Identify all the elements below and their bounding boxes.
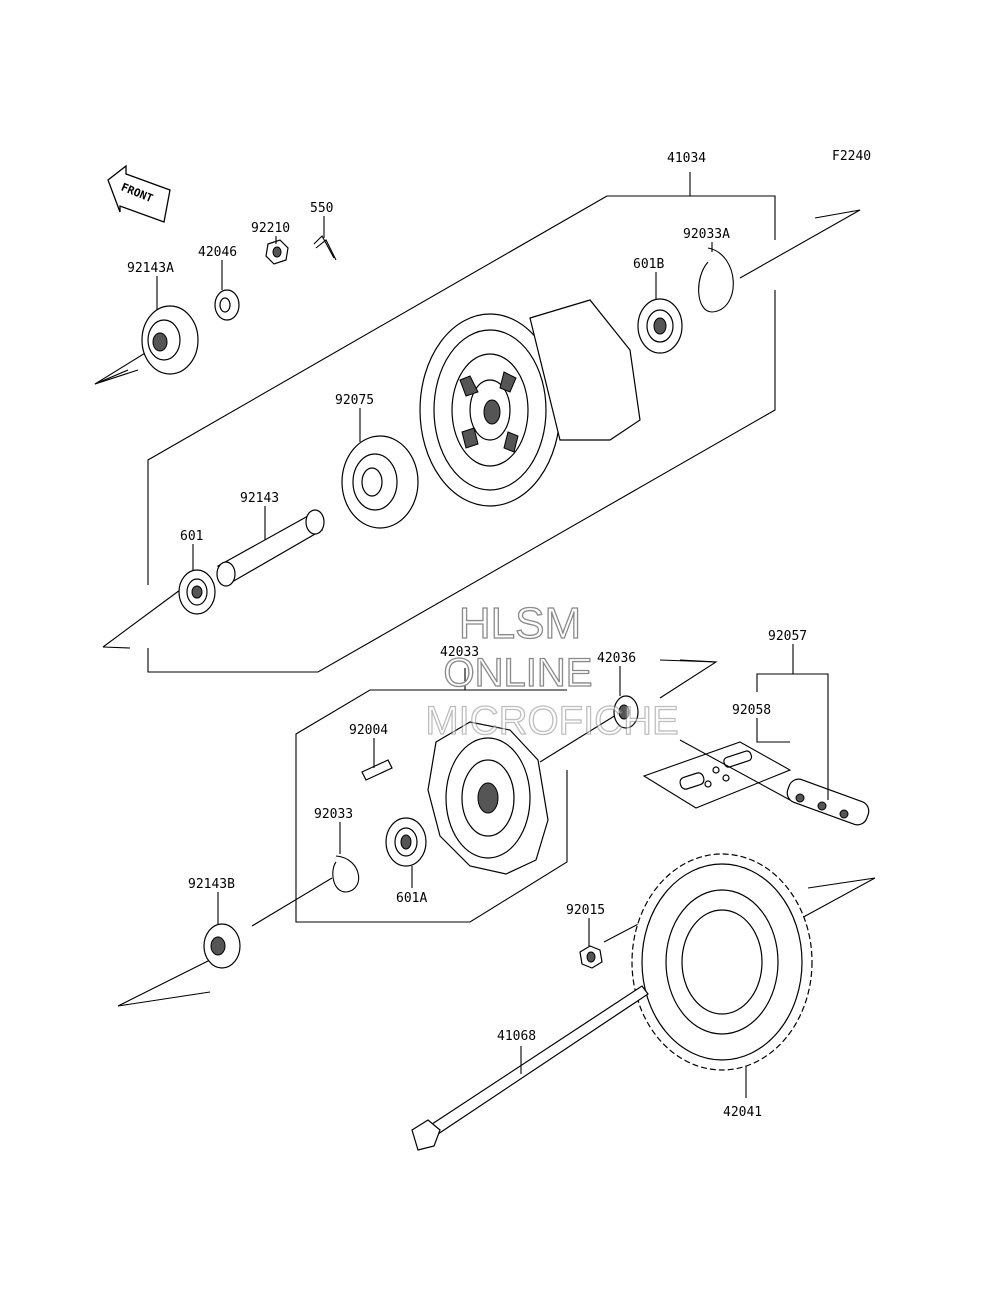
cotter-pin-550 [313, 235, 337, 261]
part-label-41034: 41034 [667, 151, 706, 166]
upper-axis-lines [94, 209, 861, 649]
part-label-92057: 92057 [768, 629, 807, 644]
chain-92057 [679, 739, 870, 826]
part-label-42041: 42041 [723, 1105, 762, 1120]
sleeve-92143 [216, 509, 325, 587]
part-label-92143a: 92143A [127, 261, 174, 276]
circlip-92033a [698, 247, 734, 313]
leader-lines [156, 216, 829, 1098]
part-label-42033: 42033 [440, 645, 479, 660]
collar-42036 [613, 695, 639, 729]
watermark: HLSM ONLINE MICROFICHE [425, 598, 680, 743]
part-label-42046: 42046 [198, 245, 237, 260]
sprocket-hub-frame [295, 659, 718, 923]
part-label-92143: 92143 [240, 491, 279, 506]
part-label-92075: 92075 [335, 393, 374, 408]
watermark-line1: HLSM [459, 599, 581, 648]
figure-code: F2240 [832, 149, 871, 164]
axle-41068 [411, 985, 649, 1151]
front-arrow-icon: FRONT [107, 164, 171, 223]
washer-42046 [214, 289, 240, 321]
collar-92143b [203, 923, 241, 969]
circlip-92033 [332, 855, 360, 893]
collar-92143a [141, 305, 199, 375]
part-labels: 41034 92033A 601B 92143A 42046 92210 550… [127, 151, 807, 1120]
part-label-550: 550 [310, 201, 333, 216]
part-label-92058: 92058 [732, 703, 771, 718]
part-label-601: 601 [180, 529, 203, 544]
bearing-601 [178, 569, 216, 615]
part-label-92004: 92004 [349, 723, 388, 738]
part-label-601b: 601B [633, 257, 664, 272]
stud-92004 [361, 759, 393, 781]
part-label-92015: 92015 [566, 903, 605, 918]
bearing-601a [385, 817, 427, 867]
wheel-hub-41034 [419, 299, 641, 507]
part-label-92033: 92033 [314, 807, 353, 822]
bearing-601b [637, 298, 683, 354]
part-label-92033a: 92033A [683, 227, 730, 242]
sprocket-hub-42033 [427, 721, 549, 875]
part-label-601a: 601A [396, 891, 427, 906]
part-label-42036: 42036 [597, 651, 636, 666]
nut-92210 [265, 239, 289, 265]
sprocket-42041 [631, 853, 813, 1071]
chain-link-92058 [642, 741, 792, 809]
hub-assembly-frame [147, 172, 776, 673]
nut-92015 [579, 945, 603, 969]
watermark-line2: ONLINE [444, 651, 593, 695]
watermark-line3: MICROFICHE [425, 699, 678, 743]
part-label-41068: 41068 [497, 1029, 536, 1044]
damper-92075 [341, 435, 419, 529]
part-label-92210: 92210 [251, 221, 290, 236]
part-label-92143b: 92143B [188, 877, 235, 892]
